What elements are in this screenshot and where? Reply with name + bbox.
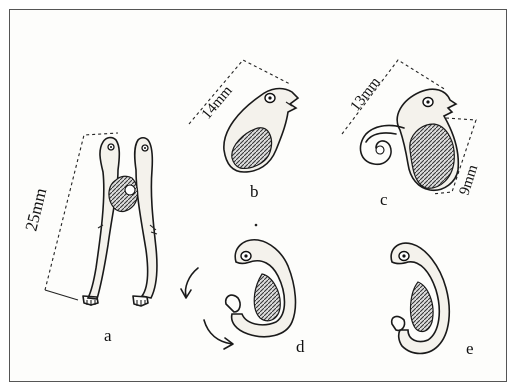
panel-label-a: a [104,326,112,345]
measure-label-c: 13mm [348,74,384,114]
panel-label-e: e [466,339,474,358]
tail-fin-e [392,317,405,331]
dot-mark [255,224,258,227]
panel-d-drawing [181,240,295,349]
measure-label-a: 25mm [21,186,50,233]
tail-fin-d [226,295,240,312]
measure-label-b: 14mm [199,83,236,123]
panel-c-drawing [342,60,476,194]
panel-label-c: c [380,190,388,209]
larva-a-left [88,138,119,299]
panel-label-b: b [250,182,259,201]
panel-a-drawing [45,133,157,306]
panel-e-drawing [391,243,449,353]
rotate-arrow-left [186,268,199,296]
larva-a-right [135,138,157,298]
coiled-tail-c [360,126,404,165]
panel-label-d: d [296,337,305,356]
